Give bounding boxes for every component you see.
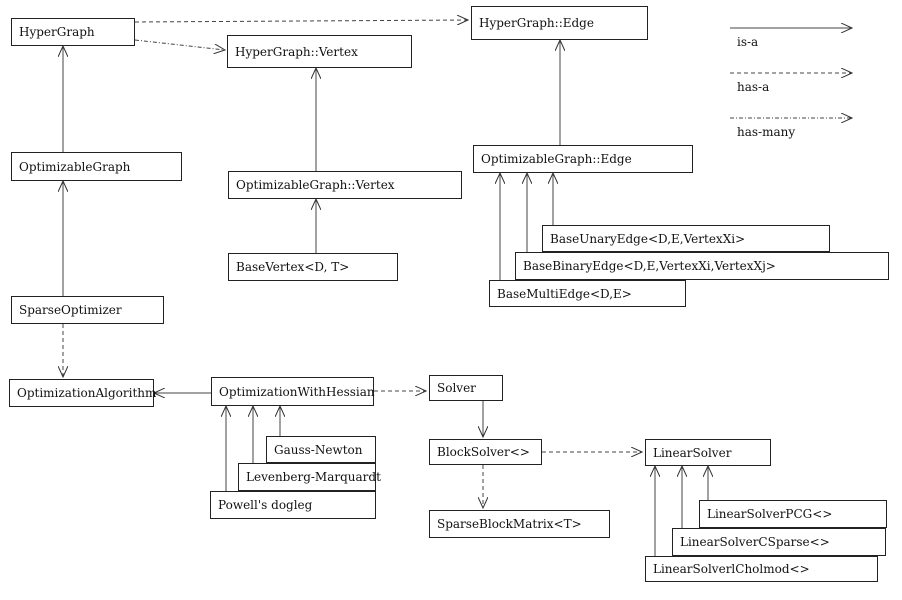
class-linear-solver-pcg[interactable]: LinearSolverPCG<> [699, 500, 887, 528]
class-sparse-optimizer[interactable]: SparseOptimizer [11, 296, 164, 324]
class-optimizable-graph[interactable]: OptimizableGraph [11, 152, 182, 181]
hypergraph-to-vertex-link [134, 39, 225, 50]
class-linear-solver[interactable]: LinearSolver [645, 439, 771, 466]
class-sparse-block-matrix[interactable]: SparseBlockMatrix<T> [429, 510, 610, 538]
legend-has-many-label: has-many [737, 125, 796, 139]
class-base-multi-edge[interactable]: BaseMultiEdge<D,E> [489, 280, 686, 307]
class-hypergraph[interactable]: HyperGraph [11, 18, 135, 46]
class-base-vertex[interactable]: BaseVertex<D, T> [228, 253, 398, 281]
class-base-binary-edge[interactable]: BaseBinaryEdge<D,E,VertexXi,VertexXj> [515, 252, 889, 280]
class-optimization-with-hessian[interactable]: OptimizationWithHessian [211, 377, 375, 406]
class-levenberg-marquardt[interactable]: Levenberg-Marquardt [238, 463, 381, 491]
class-powells-dogleg[interactable]: Powell's dogleg [210, 491, 376, 519]
class-linear-solver-cholmod[interactable]: LinearSolverlCholmod<> [645, 556, 878, 582]
hypergraph-to-edge-link [134, 20, 468, 22]
class-hypergraph-edge[interactable]: HyperGraph::Edge [471, 6, 648, 40]
legend-has-a-label: has-a [737, 80, 770, 94]
class-optimization-algorithm[interactable]: OptimizationAlgorithm [9, 379, 156, 407]
class-hypergraph-vertex[interactable]: HyperGraph::Vertex [227, 35, 412, 68]
class-optimizable-graph-edge[interactable]: OptimizableGraph::Edge [473, 145, 693, 173]
class-linear-solver-csparse[interactable]: LinearSolverCSparse<> [672, 528, 886, 556]
class-gauss-newton[interactable]: Gauss-Newton [266, 436, 376, 463]
class-solver[interactable]: Solver [429, 375, 503, 401]
class-base-unary-edge[interactable]: BaseUnaryEdge<D,E,VertexXi> [542, 225, 830, 252]
legend-is-a-label: is-a [737, 35, 759, 49]
class-optimizable-graph-vertex[interactable]: OptimizableGraph::Vertex [228, 171, 462, 199]
class-block-solver[interactable]: BlockSolver<> [429, 439, 542, 465]
